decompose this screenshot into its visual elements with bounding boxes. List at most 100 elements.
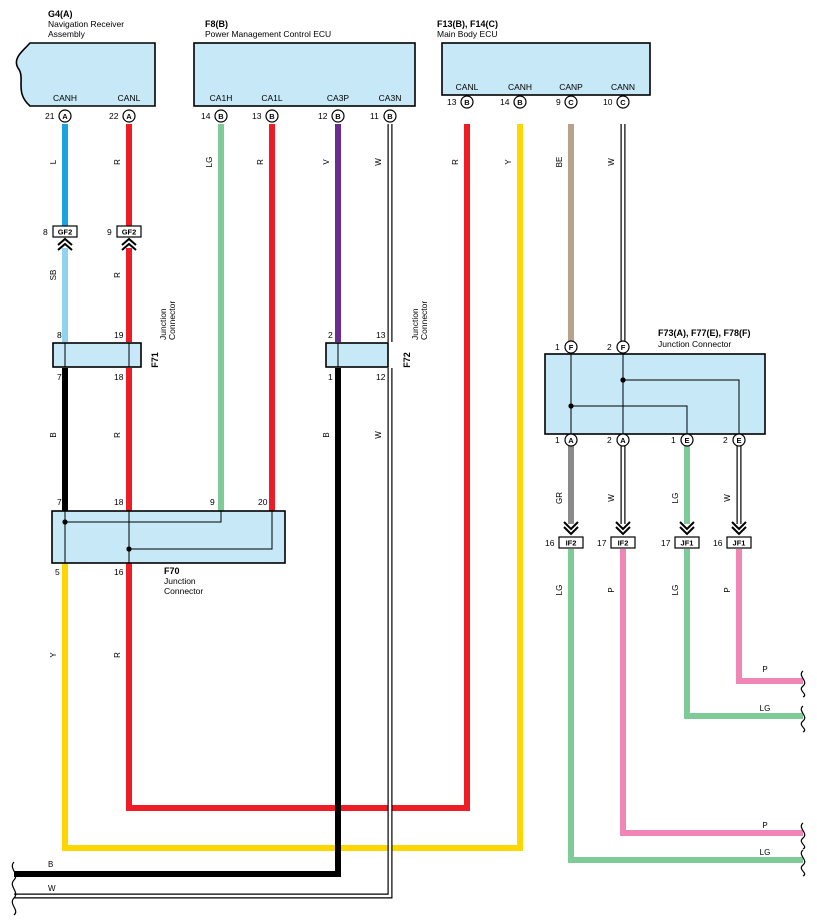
- wc-r-ca1l: R: [256, 159, 265, 165]
- if2-code-17: IF2: [618, 539, 629, 548]
- pin-circle: [564, 433, 578, 447]
- wc-v: V: [322, 159, 331, 165]
- f72-box: [325, 342, 389, 368]
- inline-connectors-gf2: GF2 8 GF2 9: [43, 225, 142, 251]
- f70-box: [51, 510, 286, 564]
- f70-code: F70: [164, 566, 180, 576]
- f8-code: F8(B): [205, 19, 228, 29]
- f14-pin-cann: CANN: [611, 82, 635, 92]
- gf2-code-8: GF2: [58, 228, 73, 237]
- f70-pin-9: 9: [210, 497, 215, 507]
- f13-canh-conn: B: [517, 98, 523, 107]
- f73-o3-num: 1: [671, 435, 676, 445]
- f73-in2-conn: F: [621, 343, 626, 352]
- f8-ca3p-conn: B: [335, 112, 341, 121]
- f73-in1-num: 1: [555, 342, 560, 352]
- gf2-box-9: [116, 225, 142, 238]
- f70-pin-5: 5: [55, 567, 60, 577]
- wc-y-canh: Y: [504, 159, 513, 165]
- f73-o1-num: 1: [555, 435, 560, 445]
- f13-pin-canl: CANL: [456, 82, 479, 92]
- f73-o4-num: 2: [723, 435, 728, 445]
- break-mark-p1: [800, 670, 806, 698]
- f70-name-1: Junction: [164, 576, 196, 586]
- wc-b: B: [49, 432, 58, 437]
- f8-name: Power Management Control ECU: [205, 29, 331, 39]
- f73-node-1: [568, 403, 574, 409]
- wc-w-2: W: [374, 431, 383, 439]
- f71-pin-18: 18: [114, 372, 124, 382]
- f73-code: F73(A), F77(E), F78(F): [658, 328, 751, 338]
- f8-pin-ca3p: CA3P: [327, 93, 350, 103]
- g4-name-1: Navigation Receiver: [48, 19, 124, 29]
- wire-w-2: [14, 368, 392, 898]
- f13-box: [441, 42, 651, 96]
- f8-ca3p-num: 12: [318, 111, 328, 121]
- f14-pin-canp: CANP: [559, 82, 583, 92]
- f71-name-1: Junction: [158, 308, 168, 340]
- f70-pin-20: 20: [258, 497, 268, 507]
- wc-r-canl: R: [451, 159, 460, 165]
- f73-o4-conn: E: [736, 436, 741, 445]
- f8-ca3n-num: 11: [370, 111, 379, 121]
- wc-sb: SB: [49, 270, 58, 281]
- f71-pin-19: 19: [114, 330, 124, 340]
- wc-lg-o3: LG: [671, 493, 680, 504]
- f8-pin-ca1l: CA1L: [261, 93, 283, 103]
- pin-circle: [513, 95, 527, 109]
- f70-node-1: [62, 519, 68, 525]
- g4-canl-num: 22: [109, 111, 119, 121]
- f71-pin-7: 7: [57, 372, 62, 382]
- bl-w: W: [48, 884, 56, 893]
- wc-be: BE: [555, 157, 564, 168]
- f71-box: [52, 342, 142, 368]
- jf1-code-17: JF1: [681, 539, 694, 548]
- rl-p-1: P: [762, 665, 767, 674]
- g4-pin-canh: CANH: [53, 93, 77, 103]
- pin-circle: [265, 109, 279, 123]
- gf2-num-8: 8: [43, 227, 48, 237]
- f13-code: F13(B), F14(C): [437, 19, 498, 29]
- wc-r-f70: R: [113, 652, 122, 658]
- wc-y-f70: Y: [49, 652, 58, 658]
- if2-num-17: 17: [597, 538, 607, 548]
- break-mark-lg1: [800, 705, 806, 733]
- gf2-code-9: GF2: [122, 228, 137, 237]
- bl-b: B: [48, 860, 53, 869]
- f70-name-2: Connector: [164, 586, 203, 596]
- pin-circle: [564, 95, 578, 109]
- wc-w-o4: W: [723, 494, 732, 502]
- wc-l: L: [49, 159, 58, 164]
- wire-p-jf1: [736, 549, 803, 684]
- wc-w-o2: W: [607, 494, 616, 502]
- wc-p-if2: P: [607, 587, 616, 592]
- f72-pin-1: 1: [328, 372, 333, 382]
- f73-name: Junction Connector: [658, 339, 731, 349]
- f70-node-2: [126, 546, 132, 552]
- pin-circle: [214, 109, 228, 123]
- f73-bus-2: [571, 405, 688, 434]
- f72-pin-2: 2: [328, 330, 333, 340]
- rl-p-2: P: [762, 821, 767, 830]
- wire-w-outline-2: [14, 368, 393, 899]
- wire-codes: L R SB R B R LG R V W B W R Y BE W GR W …: [49, 157, 732, 658]
- wc-gr: GR: [555, 492, 564, 504]
- wc-lg-jf1: LG: [671, 585, 680, 596]
- f73-o1-conn: A: [568, 436, 574, 445]
- if2-code-16: IF2: [566, 539, 577, 548]
- wc-w-cann: W: [607, 158, 616, 166]
- wc-r-1: R: [113, 159, 122, 165]
- f8-pin-ca3n: CA3N: [379, 93, 402, 103]
- f70-bus-2: [65, 511, 222, 523]
- wire-lg-if2: [568, 549, 803, 863]
- rl-lg-2: LG: [760, 848, 771, 857]
- f14-cann-conn: C: [620, 98, 626, 107]
- f14-canp-conn: C: [568, 98, 574, 107]
- g4-code: G4(A): [48, 9, 73, 19]
- if2-chevron-17: [615, 521, 631, 536]
- pin-circle: [680, 433, 694, 447]
- jf1-num-17: 17: [661, 538, 671, 548]
- break-mark-left: [11, 861, 17, 916]
- f70-pin-7: 7: [57, 497, 62, 507]
